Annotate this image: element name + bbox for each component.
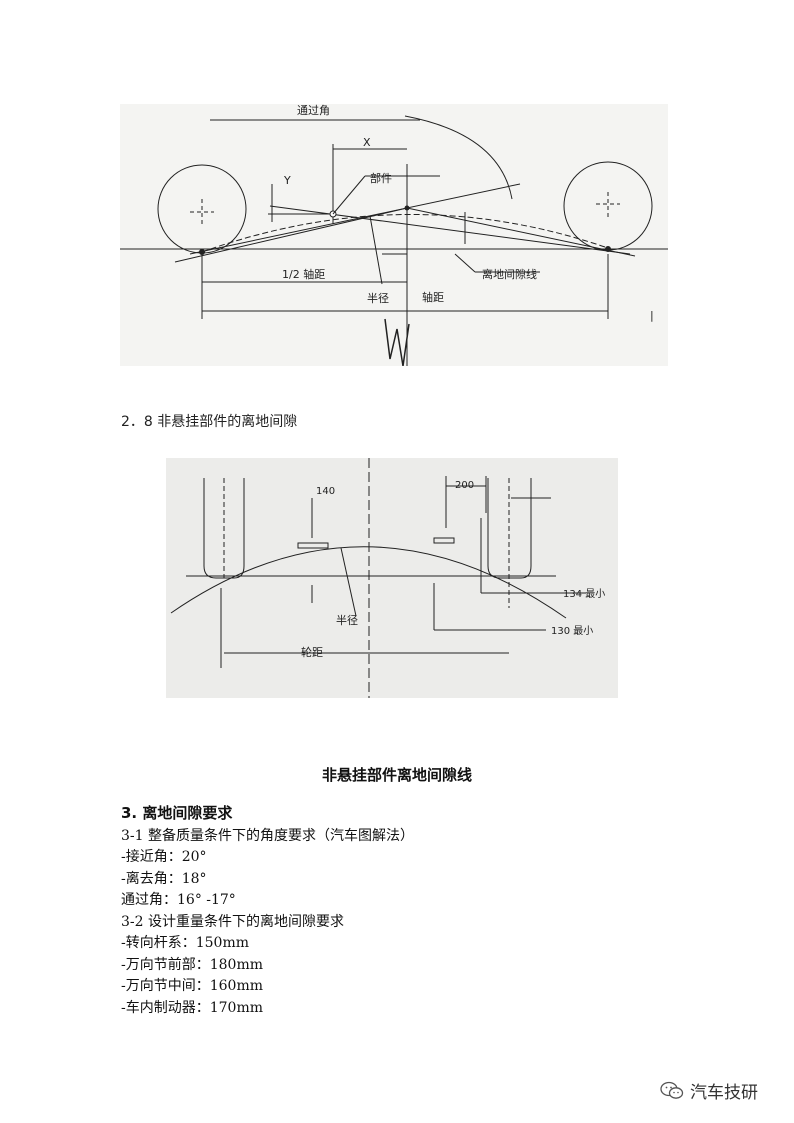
label-x: X: [363, 136, 371, 149]
label-y: Y: [283, 174, 291, 187]
requirement-line: -万向节前部：180mm: [121, 956, 264, 973]
requirement-line: 3-1 整备质量条件下的角度要求（汽车图解法）: [121, 827, 414, 844]
label-margin-mark: |: [650, 309, 654, 322]
section-caption: 2．8 非悬挂部件的离地间隙: [121, 414, 298, 430]
label-half-wheelbase: 1/2 轴距: [282, 267, 325, 281]
label-min-134: 134 最小: [563, 588, 605, 600]
pass-angle-arc: [404, 115, 513, 200]
right-tangent-line: [406, 207, 636, 257]
pass-angle-diagram: 通过角 X Y 部件 1/2 轴距 半径 离地间隙线 轴距 |: [120, 104, 668, 366]
requirement-line: -接近角：20°: [121, 849, 207, 865]
figure-unsprung-clearance: 140 200 134 最小 130 最小 半径 轮距: [166, 458, 618, 698]
requirement-line: -万向节中间：160mm: [121, 978, 264, 994]
requirement-line: -车内制动器：170mm: [121, 999, 264, 1016]
label-clearance-line: 离地间隙线: [482, 267, 537, 281]
requirements-block: 3. 离地间隙要求 3-1 整备质量条件下的角度要求（汽车图解法） -接近角：2…: [121, 803, 414, 1019]
watermark: 汽车技研: [660, 1078, 758, 1103]
requirement-line: -转向杆系：150mm: [121, 935, 250, 951]
watermark-text: 汽车技研: [690, 1083, 758, 1103]
label-wheelbase: 轴距: [422, 290, 444, 304]
label-part: 部件: [370, 171, 392, 185]
requirement-line: 3-2 设计重量条件下的离地间隙要求: [121, 913, 344, 930]
right-wheel-outline: [487, 478, 532, 579]
unsprung-clearance-diagram: 140 200 134 最小 130 最小 半径 轮距: [170, 458, 605, 698]
clearance-curve: [201, 213, 609, 253]
wechat-icon: [660, 1081, 684, 1099]
label-min-130: 130 最小: [551, 625, 593, 637]
requirement-line: -离去角：18°: [121, 870, 207, 887]
label-track: 轮距: [301, 645, 323, 659]
label-radius-2: 半径: [336, 613, 358, 627]
label-dim-200: 200: [455, 480, 474, 491]
figure-title: 非悬挂部件离地间隙线: [321, 766, 472, 784]
left-tangent-line: [174, 207, 408, 263]
figure-pass-angle: 通过角 X Y 部件 1/2 轴距 半径 离地间隙线 轴距 |: [120, 104, 668, 366]
left-wheel-outline: [203, 478, 245, 579]
label-radius: 半径: [367, 291, 389, 305]
label-pass-angle: 通过角: [297, 104, 330, 117]
label-dim-140: 140: [316, 486, 335, 497]
clearance-arc: [170, 546, 567, 619]
requirement-line: 通过角：16° -17°: [121, 892, 236, 908]
requirements-heading: 3. 离地间隙要求: [121, 804, 233, 822]
